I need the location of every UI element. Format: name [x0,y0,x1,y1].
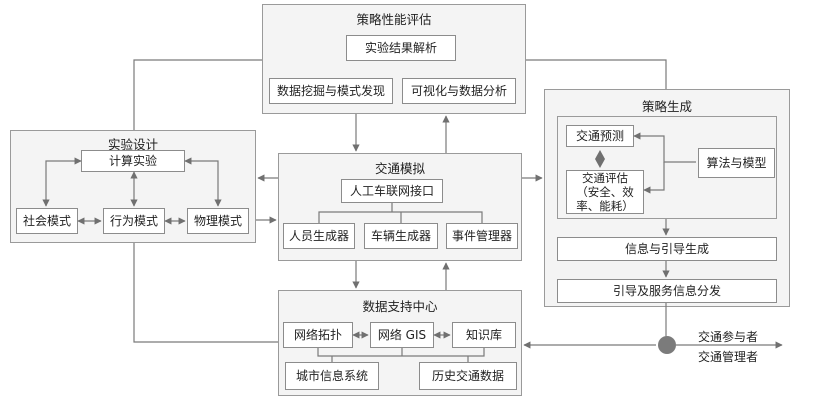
social-mode-box: 社会模式 [16,208,78,234]
data-mining-box: 数据挖掘与模式发现 [269,78,393,104]
network-gis-box: 网络 GIS [370,322,434,348]
eval-to-strategy-line [526,59,667,89]
data-center-title: 数据支持中心 [362,299,438,314]
history-traffic-data-box: 历史交通数据 [419,362,517,390]
result-analysis-box: 实验结果解析 [346,35,456,61]
traffic-simulation-title: 交通模拟 [374,161,425,176]
city-info-system-box: 城市信息系统 [285,362,379,390]
traffic-evaluation-box: 交通评估（安全、效率、能耗） [566,170,644,214]
distribution-hub-node [658,336,676,354]
network-topology-box: 网络拓扑 [283,322,353,348]
experiment-design-title: 实验设计 [107,137,158,152]
person-generator-box: 人员生成器 [283,223,355,249]
event-manager-box: 事件管理器 [446,223,518,249]
traffic-participants-label: 交通参与者 [698,330,759,344]
behavior-mode-box: 行为模式 [103,208,165,234]
design-to-data-line [133,243,278,343]
vehicle-generator-box: 车辆生成器 [364,223,438,249]
visual-analysis-box: 可视化与数据分析 [402,78,516,104]
info-guidance-box: 信息与引导生成 [557,237,777,261]
traffic-prediction-box: 交通预测 [566,125,634,147]
traffic-managers-label: 交通管理者 [698,350,759,364]
service-distribution-box: 引导及服务信息分发 [557,279,777,303]
knowledge-base-box: 知识库 [452,322,516,348]
strategy-evaluation-title: 策略性能评估 [356,12,432,27]
strategy-generation-title: 策略生成 [641,99,692,114]
compute-experiment-box: 计算实验 [81,150,185,172]
design-to-eval-line [133,59,262,130]
physical-mode-box: 物理模式 [187,208,249,234]
connected-vehicle-interface-box: 人工车联网接口 [341,179,443,203]
algorithm-model-box: 算法与模型 [698,148,775,178]
